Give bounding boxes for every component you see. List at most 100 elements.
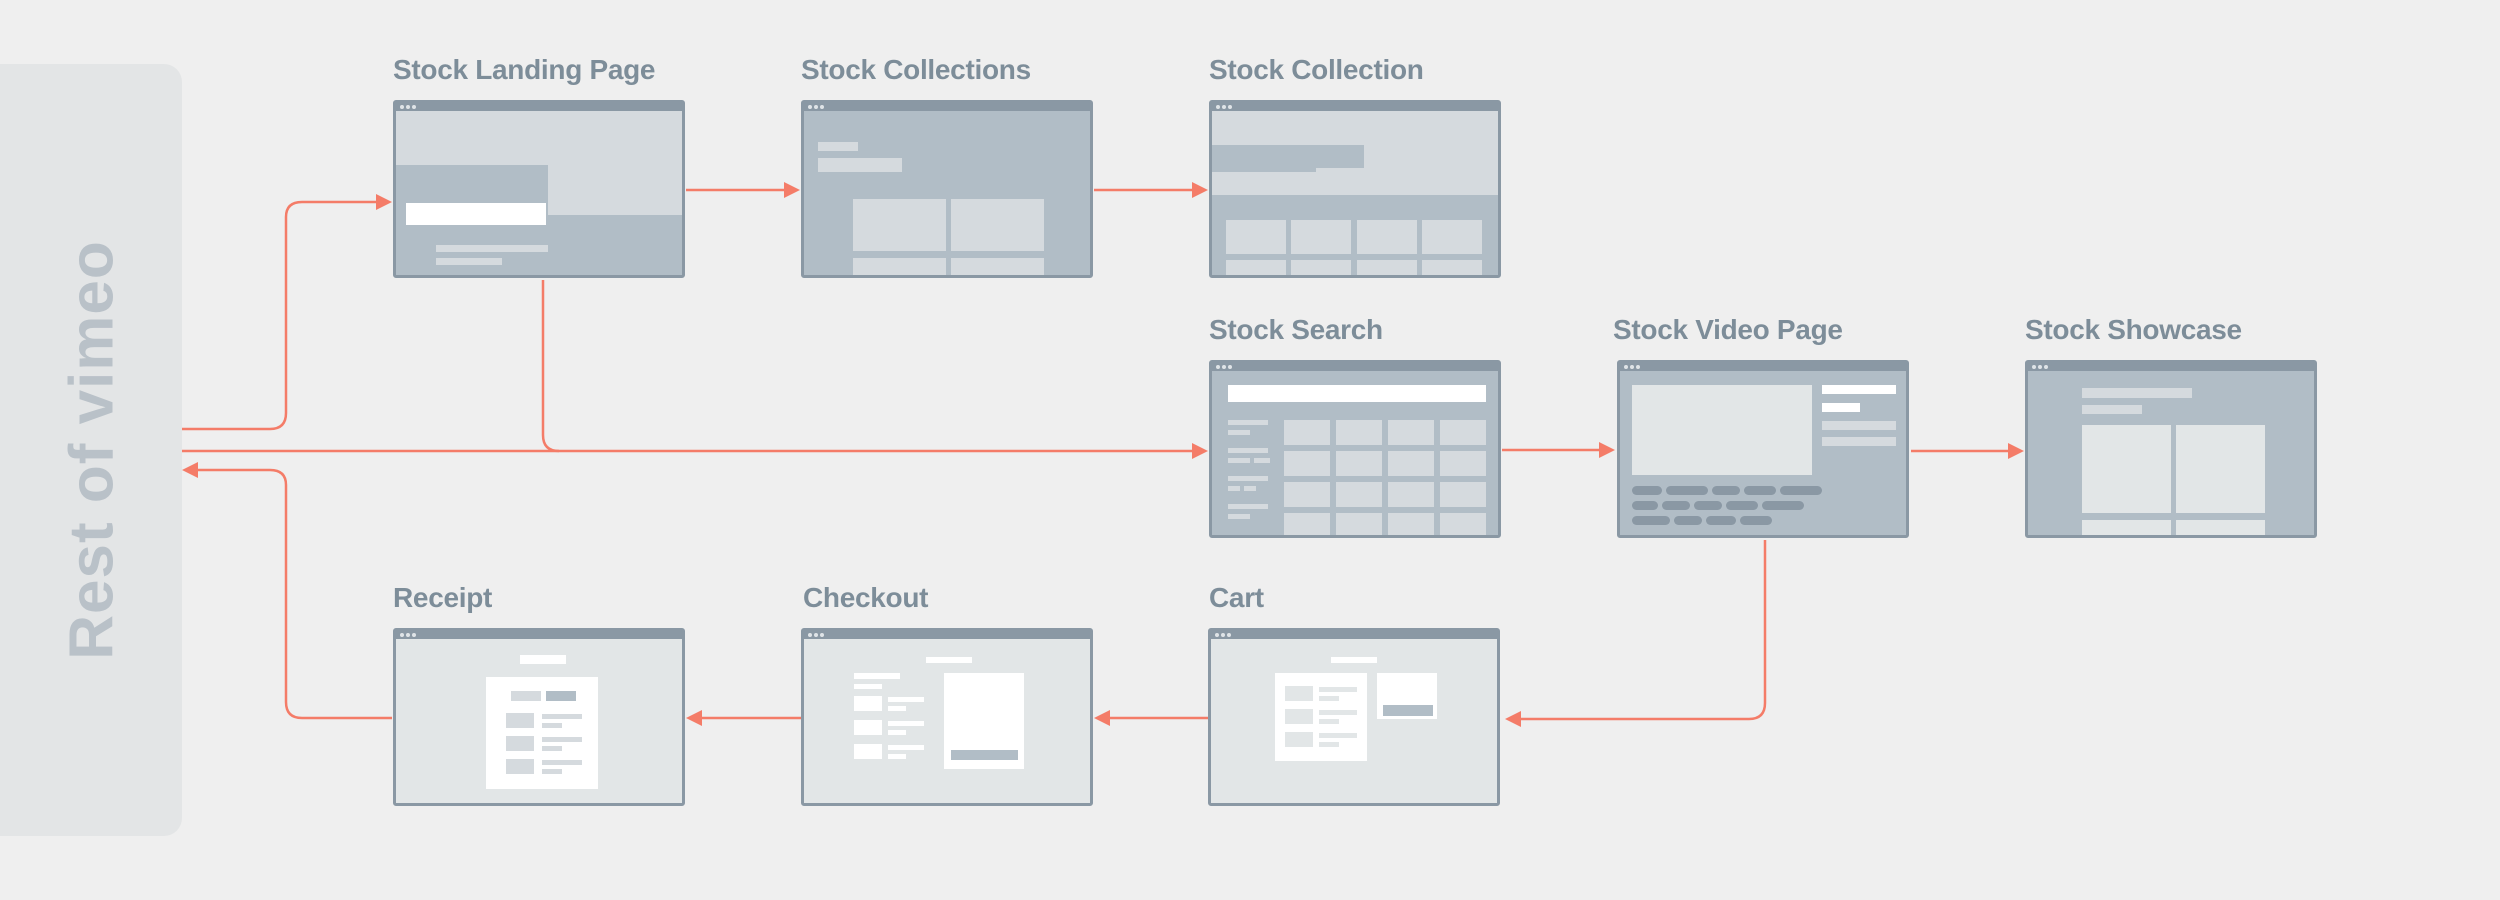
wireframe-stock-collections[interactable] xyxy=(801,100,1093,278)
wireframe-stock-landing-page[interactable] xyxy=(393,100,685,278)
result-thumb xyxy=(1336,482,1382,507)
tag-pill xyxy=(1632,486,1662,495)
receipt-item-line xyxy=(542,714,582,719)
window-titlebar xyxy=(1212,363,1498,371)
showcase-tile xyxy=(2176,520,2265,535)
arrowhead-receipt xyxy=(686,710,702,726)
receipt-field xyxy=(511,691,541,701)
title-checkout: Checkout xyxy=(803,582,929,613)
checkout-item-line xyxy=(888,706,906,711)
cart-heading xyxy=(1331,657,1377,663)
window-titlebar xyxy=(2028,363,2314,371)
arrowhead-search xyxy=(1192,443,1208,459)
tag-pill xyxy=(1674,516,1702,525)
wireframe-receipt[interactable] xyxy=(393,628,685,806)
filter-line xyxy=(1254,458,1270,463)
filter-line xyxy=(1228,420,1268,425)
grid-tile xyxy=(1357,220,1417,254)
filter-line xyxy=(1228,504,1268,509)
wireframe-cart[interactable] xyxy=(1208,628,1500,806)
wireframe-stock-collection[interactable] xyxy=(1209,100,1501,278)
showcase-tile xyxy=(2082,425,2171,513)
tag-pill xyxy=(1762,501,1804,510)
arrowhead-collection xyxy=(1192,182,1208,198)
result-thumb xyxy=(1440,420,1486,445)
result-thumb xyxy=(1440,482,1486,507)
arrow-video-to-cart xyxy=(1519,540,1767,721)
checkout-item-thumb xyxy=(854,744,882,759)
showcase-tile xyxy=(2082,520,2171,535)
grid-tile xyxy=(1357,260,1417,275)
tag-pill xyxy=(1632,501,1658,510)
wireframe-stock-showcase[interactable] xyxy=(2025,360,2317,538)
title-receipt: Receipt xyxy=(393,582,493,613)
text-line xyxy=(436,258,502,265)
showcase-tile xyxy=(2176,425,2265,513)
grid-tile xyxy=(1422,260,1482,275)
title-stock-showcase: Stock Showcase xyxy=(2025,314,2242,345)
result-thumb xyxy=(1440,513,1486,535)
window-titlebar xyxy=(804,631,1090,639)
title-stock-search: Stock Search xyxy=(1209,314,1383,345)
text-line xyxy=(1822,437,1896,446)
receipt-item-thumb xyxy=(506,736,534,751)
arrowhead-cart xyxy=(1505,711,1521,727)
receipt-item-line xyxy=(542,760,582,765)
grid-tile xyxy=(1226,260,1286,275)
collection-tile xyxy=(853,199,946,251)
grid-tile xyxy=(1291,260,1351,275)
window-titlebar xyxy=(804,103,1090,111)
result-thumb xyxy=(1336,420,1382,445)
result-thumb xyxy=(1336,513,1382,535)
filter-line xyxy=(1244,486,1256,491)
checkout-item-line xyxy=(888,721,924,726)
filter-line xyxy=(1228,476,1268,481)
cart-item-thumb xyxy=(1285,732,1313,747)
grid-tile xyxy=(1226,220,1286,254)
search-bar xyxy=(1228,385,1486,402)
collection-tile xyxy=(951,199,1044,251)
result-thumb xyxy=(1440,451,1486,476)
arrowhead-video xyxy=(1599,442,1615,458)
result-thumb xyxy=(1388,451,1434,476)
cart-item-thumb xyxy=(1285,709,1313,724)
window-titlebar xyxy=(1211,631,1497,639)
tag-pill xyxy=(1740,516,1772,525)
result-thumb xyxy=(1388,482,1434,507)
tag-pill xyxy=(1666,486,1708,495)
arrowhead-landing xyxy=(376,194,392,210)
text-line xyxy=(1822,403,1860,412)
heading-line xyxy=(2082,388,2192,398)
arrowhead-rest-of-vimeo xyxy=(182,462,198,478)
wireframe-stock-search[interactable] xyxy=(1209,360,1501,538)
wireframe-checkout[interactable] xyxy=(801,628,1093,806)
collection-tile xyxy=(853,258,946,275)
grid-tile xyxy=(1291,220,1351,254)
receipt-item-thumb xyxy=(506,759,534,774)
cart-item-line xyxy=(1319,696,1339,701)
cart-item-line xyxy=(1319,710,1357,715)
text-line xyxy=(854,673,900,679)
filter-line xyxy=(1228,514,1250,519)
checkout-item-line xyxy=(888,730,906,735)
checkout-button xyxy=(1383,705,1433,716)
checkout-item-thumb xyxy=(854,720,882,735)
cart-item-thumb xyxy=(1285,686,1313,701)
window-titlebar xyxy=(396,103,682,111)
arrow-landing-to-search xyxy=(541,280,560,453)
filter-line xyxy=(1228,430,1250,435)
receipt-heading xyxy=(520,655,566,664)
tag-pill xyxy=(1780,486,1822,495)
arrowhead-collections xyxy=(784,182,800,198)
checkout-item-line xyxy=(888,754,906,759)
text-line xyxy=(1822,385,1896,394)
result-thumb xyxy=(1284,513,1330,535)
filter-line xyxy=(1228,448,1268,453)
receipt-item-line xyxy=(542,723,562,728)
banner-overlay xyxy=(1212,145,1364,172)
checkout-item-line xyxy=(888,745,924,750)
banner-overlay-edge xyxy=(1316,168,1364,195)
wireframe-stock-video-page[interactable] xyxy=(1617,360,1909,538)
receipt-item-line xyxy=(542,737,582,742)
